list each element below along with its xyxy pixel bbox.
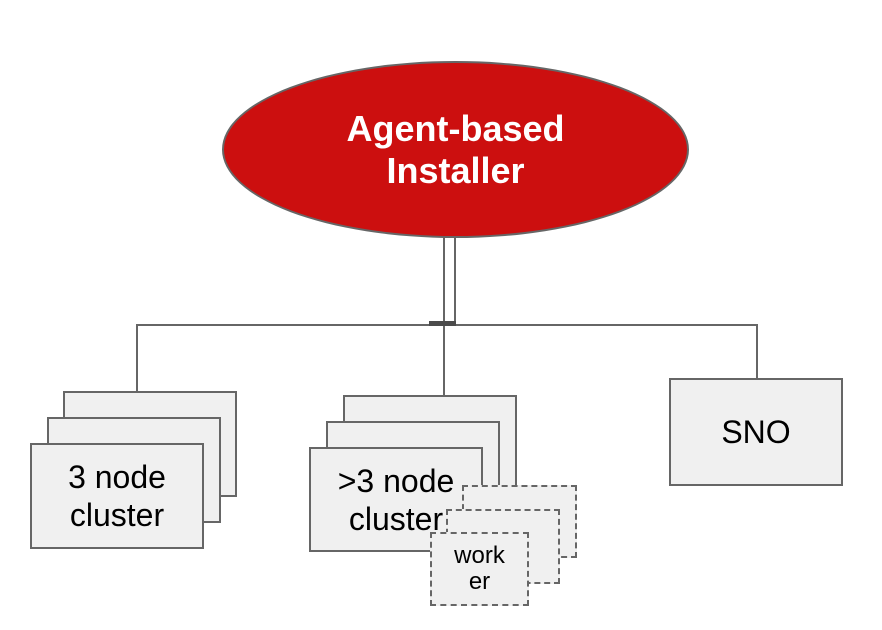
gt-three-node-cluster-label-line2: cluster xyxy=(348,500,444,537)
connector-installer-right-vertical xyxy=(454,232,456,326)
gt-three-node-cluster-label-line1: >3 node xyxy=(337,462,455,499)
three-node-cluster-label-line1: 3 node xyxy=(68,459,166,495)
gt-three-node-cluster-label: >3 node cluster xyxy=(311,449,481,550)
connector-installer-middle-vertical xyxy=(443,232,445,396)
sno-box: SNO xyxy=(669,378,843,486)
three-node-cluster-box-front: 3 node cluster xyxy=(30,443,204,549)
worker-label-line1: work xyxy=(454,542,505,569)
connector-left-branch-vertical xyxy=(136,324,138,391)
sno-label-text: SNO xyxy=(721,414,791,450)
sno-label: SNO xyxy=(671,380,841,484)
worker-box-front: work er xyxy=(430,532,529,606)
three-node-cluster-label-line2: cluster xyxy=(69,497,165,533)
connector-junction-overlap xyxy=(429,321,456,326)
installer-label-line2: Installer xyxy=(386,149,525,191)
installer-ellipse-node: Agent-based Installer xyxy=(222,61,689,238)
worker-label: work er xyxy=(432,534,527,604)
three-node-cluster-label: 3 node cluster xyxy=(32,445,202,547)
installer-label-line1: Agent-based xyxy=(346,107,565,149)
worker-label-line2: er xyxy=(468,568,491,595)
connector-right-branch-vertical xyxy=(756,324,758,379)
